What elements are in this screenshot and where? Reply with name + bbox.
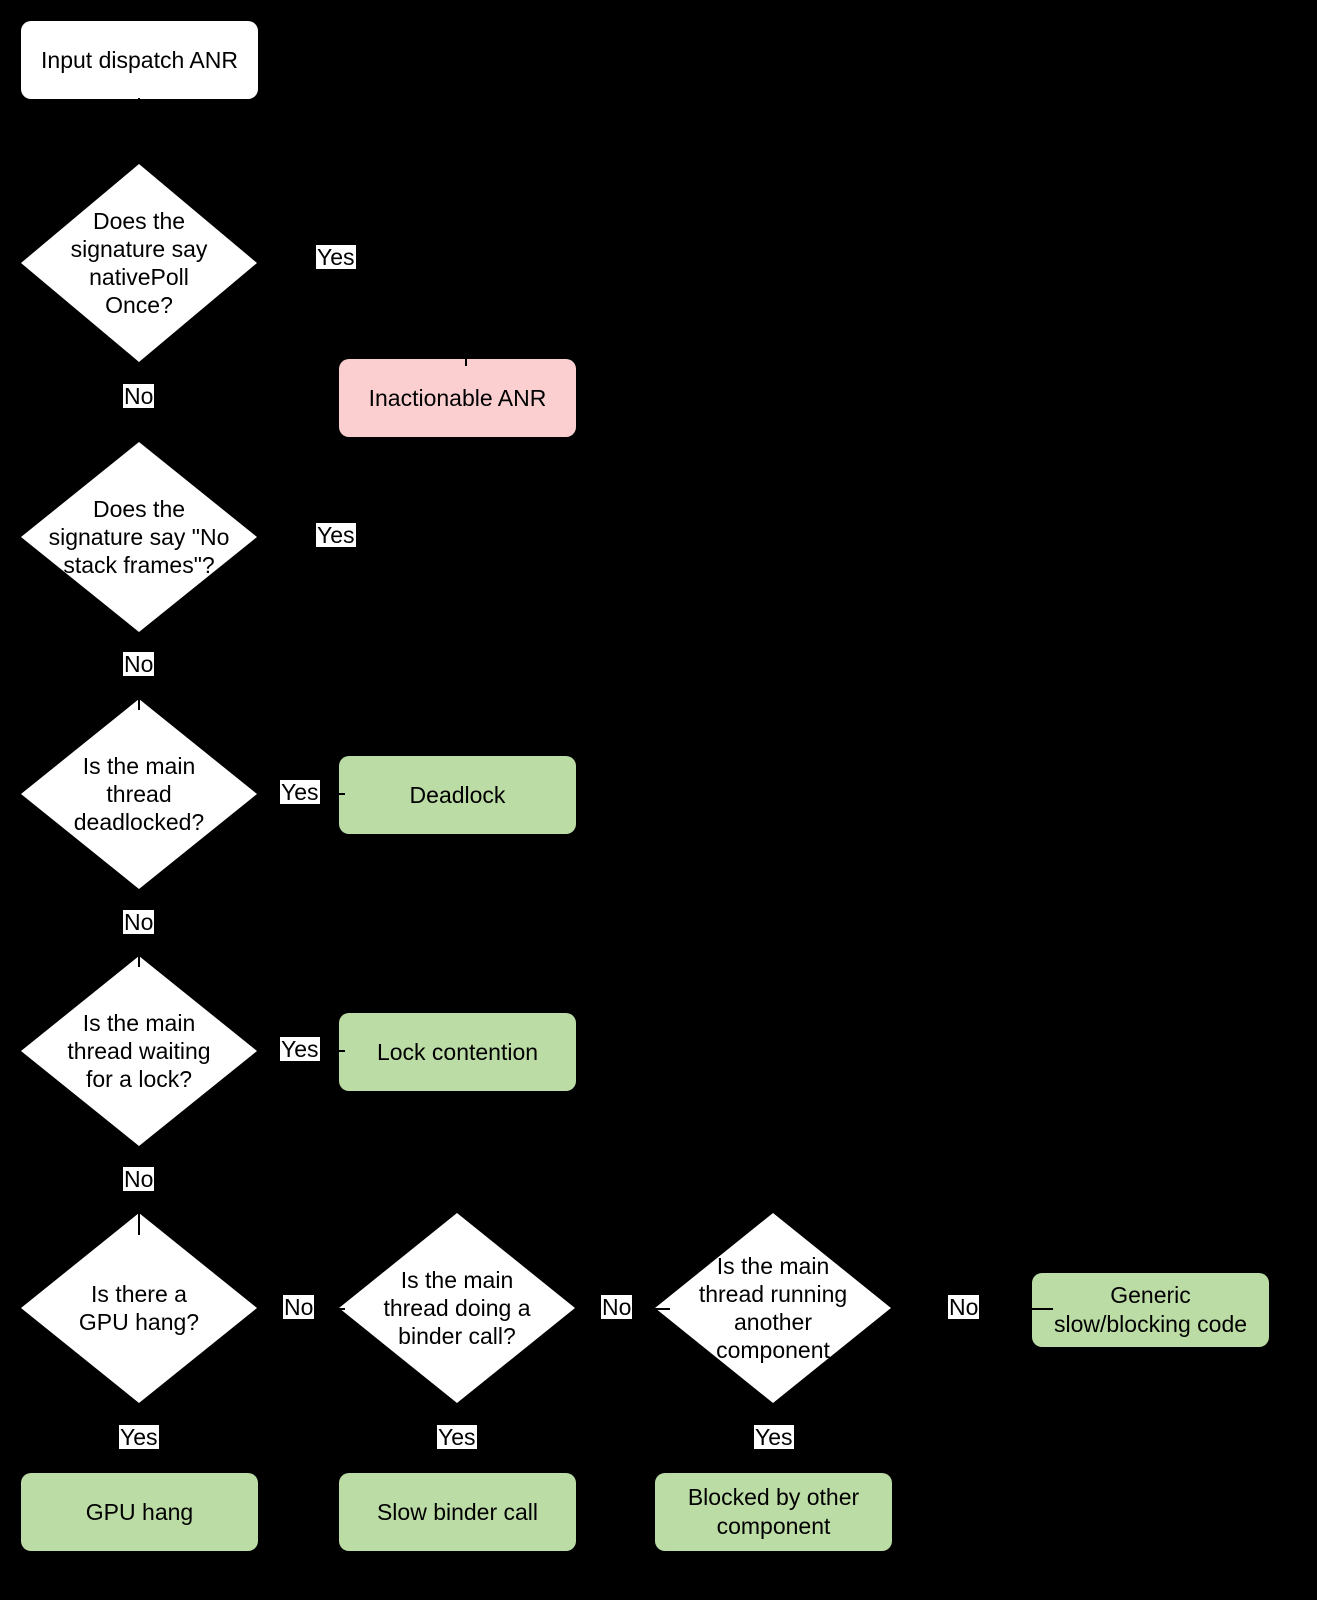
node-question-nativepollonce[interactable]: Does the signature say nativePoll Once? bbox=[21, 164, 257, 362]
edge-label-no-stack-frames-yes: Yes bbox=[316, 522, 356, 548]
node-label: Is the main thread running another compo… bbox=[698, 1252, 848, 1364]
edge-nostackframes-yes-right bbox=[257, 537, 465, 539]
node-label: Does the signature say nativePoll Once? bbox=[70, 207, 208, 319]
node-lock-contention[interactable]: Lock contention bbox=[339, 1013, 576, 1091]
node-label: Is the main thread deadlocked? bbox=[73, 752, 205, 836]
node-question-main-thread-deadlocked[interactable]: Is the main thread deadlocked? bbox=[21, 699, 257, 889]
edge-label-other-component-no: No bbox=[948, 1294, 980, 1320]
edge-label-waiting-lock-no: No bbox=[123, 1166, 155, 1192]
edge-label-nativepollonce-no: No bbox=[123, 383, 155, 409]
node-input-dispatch-anr[interactable]: Input dispatch ANR bbox=[21, 21, 258, 99]
node-deadlock[interactable]: Deadlock bbox=[339, 756, 576, 834]
edge-start-to-nativepollonce bbox=[138, 98, 140, 164]
edge-label-gpu-hang-yes: Yes bbox=[119, 1424, 159, 1450]
edge-label-other-component-yes: Yes bbox=[754, 1424, 794, 1450]
edge-label-waiting-lock-yes: Yes bbox=[280, 1036, 320, 1062]
node-blocked-by-other-component[interactable]: Blocked by other component bbox=[655, 1473, 892, 1551]
node-question-main-thread-waiting-for-lock[interactable]: Is the main thread waiting for a lock? bbox=[21, 956, 257, 1146]
node-question-gpu-hang[interactable]: Is there a GPU hang? bbox=[21, 1213, 257, 1403]
node-label: Is the main thread doing a binder call? bbox=[383, 1266, 531, 1350]
node-label: Is the main thread waiting for a lock? bbox=[67, 1009, 211, 1093]
edge-label-binder-call-yes: Yes bbox=[437, 1424, 477, 1450]
node-label: Does the signature say "No stack frames"… bbox=[48, 495, 230, 579]
node-generic-slow-blocking-code[interactable]: Generic slow/blocking code bbox=[1032, 1273, 1269, 1347]
edge-label-deadlocked-no: No bbox=[123, 909, 155, 935]
node-inactionable-anr[interactable]: Inactionable ANR bbox=[339, 359, 576, 437]
node-question-no-stack-frames[interactable]: Does the signature say "No stack frames"… bbox=[21, 442, 257, 632]
node-label: Is there a GPU hang? bbox=[78, 1280, 200, 1335]
edge-nativepollonce-yes-down bbox=[465, 262, 467, 366]
node-question-main-thread-another-component[interactable]: Is the main thread running another compo… bbox=[655, 1213, 891, 1403]
edge-label-binder-call-no: No bbox=[601, 1294, 633, 1320]
edge-label-nativepollonce-yes: Yes bbox=[316, 244, 356, 270]
node-question-main-thread-binder-call[interactable]: Is the main thread doing a binder call? bbox=[339, 1213, 575, 1403]
edge-othercomponent-no-to-generic bbox=[910, 1308, 1053, 1310]
node-gpu-hang[interactable]: GPU hang bbox=[21, 1473, 258, 1551]
edge-label-no-stack-frames-no: No bbox=[123, 651, 155, 677]
edge-label-gpu-hang-no: No bbox=[283, 1294, 315, 1320]
edge-label-deadlocked-yes: Yes bbox=[280, 779, 320, 805]
edge-nativepollonce-yes-to-inactionable bbox=[257, 262, 345, 264]
node-slow-binder-call[interactable]: Slow binder call bbox=[339, 1473, 576, 1551]
